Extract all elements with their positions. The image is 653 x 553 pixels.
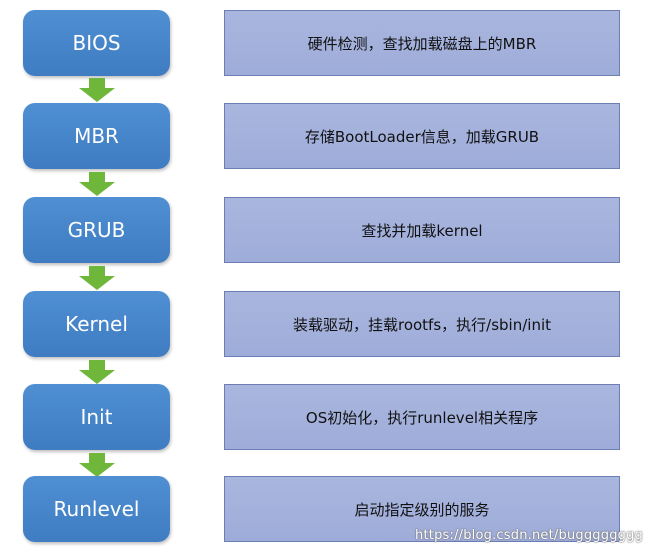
description-init: OS初始化，执行runlevel相关程序: [224, 384, 620, 450]
stage-kernel: Kernel: [23, 291, 170, 357]
down-arrow-icon: [79, 453, 115, 477]
description-kernel: 装载驱动，挂载rootfs，执行/sbin/init: [224, 291, 620, 357]
description-runlevel: 启动指定级别的服务: [224, 476, 620, 542]
description-text: 硬件检测，查找加载磁盘上的MBR: [307, 34, 537, 53]
stage-mbr: MBR: [23, 103, 170, 169]
stage-grub: GRUB: [23, 197, 170, 263]
stage-label: MBR: [74, 124, 119, 148]
watermark: https://blog.csdn.net/bugggggggg: [415, 528, 643, 543]
description-text: 查找并加载kernel: [361, 221, 483, 240]
stage-label: BIOS: [72, 31, 121, 55]
down-arrow-icon: [79, 78, 115, 102]
stage-label: GRUB: [67, 218, 126, 242]
stage-label: Runlevel: [53, 497, 140, 521]
description-text: 装载驱动，挂载rootfs，执行/sbin/init: [292, 315, 551, 334]
description-grub: 查找并加载kernel: [224, 197, 620, 263]
stage-bios: BIOS: [23, 10, 170, 76]
description-text: OS初始化，执行runlevel相关程序: [305, 408, 539, 427]
stage-label: Init: [80, 405, 113, 429]
down-arrow-icon: [79, 172, 115, 196]
description-text: 启动指定级别的服务: [354, 500, 490, 519]
description-bios: 硬件检测，查找加载磁盘上的MBR: [224, 10, 620, 76]
description-mbr: 存储BootLoader信息，加载GRUB: [224, 103, 620, 169]
stage-init: Init: [23, 384, 170, 450]
stage-label: Kernel: [65, 312, 128, 336]
stage-runlevel: Runlevel: [23, 476, 170, 542]
down-arrow-icon: [79, 360, 115, 384]
description-text: 存储BootLoader信息，加载GRUB: [304, 127, 540, 146]
down-arrow-icon: [79, 266, 115, 290]
